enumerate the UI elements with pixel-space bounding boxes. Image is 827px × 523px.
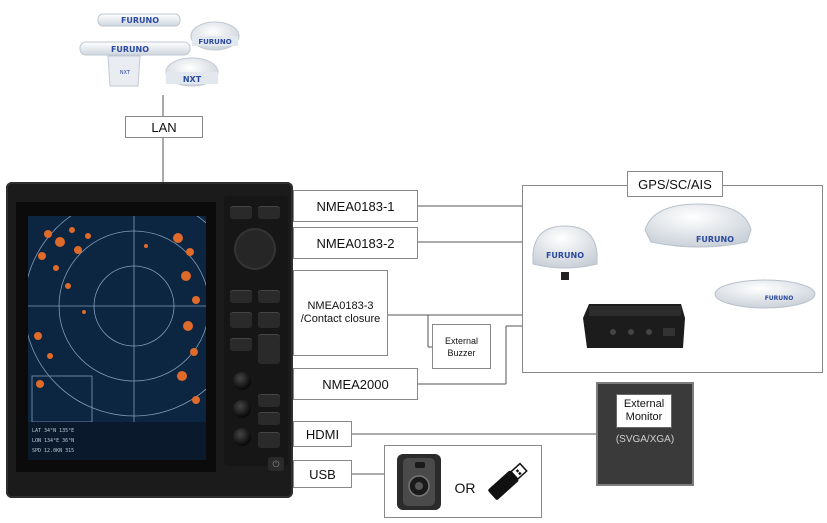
nmea0183-1-label: NMEA0183-1 bbox=[293, 190, 418, 222]
monitor-resolution: (SVGA/XGA) bbox=[615, 434, 675, 445]
radar-antenna-icon: FURUNO FURUNO NXT FURUNO NXT bbox=[70, 8, 245, 98]
svg-text:SPD 12.0KN 315: SPD 12.0KN 315 bbox=[32, 448, 74, 454]
monitor-line1: External bbox=[623, 398, 665, 410]
menu-key bbox=[230, 206, 252, 219]
rain-knob bbox=[233, 428, 251, 446]
custom-key bbox=[258, 394, 280, 407]
display-unit: LAT 34°N 135°E LON 134°E 36°N SPD 12.0KN… bbox=[6, 182, 293, 498]
nmea0183-3-line2: /Contact closure bbox=[300, 313, 381, 325]
gain-knob bbox=[233, 372, 251, 390]
usb-stick-icon bbox=[481, 456, 533, 508]
gps-sc-ais-title: GPS/SC/AIS bbox=[627, 171, 723, 197]
or-label: OR bbox=[454, 480, 476, 496]
sensor-box-icon bbox=[583, 304, 685, 348]
svg-text:NXT: NXT bbox=[183, 75, 202, 84]
cursor-pad bbox=[234, 228, 276, 270]
svg-text:FURUNO: FURUNO bbox=[198, 38, 231, 46]
buzzer-line1: External bbox=[444, 335, 479, 346]
card-reader-icon bbox=[395, 452, 443, 512]
monitor-line2: Monitor bbox=[625, 411, 663, 423]
svg-text:LAT 34°N 135°E: LAT 34°N 135°E bbox=[32, 428, 74, 434]
usb-devices-group: OR bbox=[384, 445, 542, 518]
external-monitor-label: External Monitor bbox=[616, 394, 672, 428]
nmea0183-3-label: NMEA0183-3 /Contact closure bbox=[293, 270, 388, 356]
external-buzzer-label: External Buzzer bbox=[432, 324, 491, 369]
svg-text:FURUNO: FURUNO bbox=[696, 235, 734, 244]
cancel-key bbox=[258, 206, 280, 219]
buzzer-line2: Buzzer bbox=[447, 347, 476, 358]
ebl-key bbox=[230, 290, 252, 303]
range-key bbox=[258, 334, 280, 364]
off-center-key bbox=[230, 312, 252, 328]
tll-key bbox=[230, 338, 252, 351]
hdmi-label: HDMI bbox=[293, 421, 352, 447]
svg-text:FURUNO: FURUNO bbox=[765, 295, 794, 302]
sea-knob bbox=[233, 400, 251, 418]
svg-text:FURUNO: FURUNO bbox=[121, 16, 159, 25]
radar-screen: LAT 34°N 135°E LON 134°E 36°N SPD 12.0KN… bbox=[28, 216, 206, 460]
usb-label: USB bbox=[293, 460, 352, 488]
target-alarm-key bbox=[258, 312, 280, 328]
stby-tx-key bbox=[258, 432, 280, 448]
monitor-icon: External Monitor (SVGA/XGA) bbox=[596, 382, 694, 486]
nmea2000-label: NMEA2000 bbox=[293, 368, 418, 400]
trails-key bbox=[258, 412, 280, 425]
control-panel bbox=[224, 196, 288, 466]
svg-text:LON 134°E 36°N: LON 134°E 36°N bbox=[32, 438, 74, 444]
svg-text:FURUNO: FURUNO bbox=[111, 45, 149, 54]
svg-text:FURUNO: FURUNO bbox=[546, 251, 584, 260]
gps-dome-icon: FURUNO bbox=[532, 225, 598, 280]
ais-antenna-icon: FURUNO bbox=[714, 279, 816, 309]
satellite-compass-icon: FURUNO bbox=[644, 203, 752, 248]
nmea0183-2-label: NMEA0183-2 bbox=[293, 227, 418, 259]
vrm-key bbox=[258, 290, 280, 303]
gps-sc-ais-group: FURUNO FURUNO FURUNO GPS/SC/AIS bbox=[522, 171, 823, 373]
svg-text:NXT: NXT bbox=[120, 70, 131, 76]
lan-label: LAN bbox=[125, 116, 203, 138]
nmea0183-3-line1: NMEA0183-3 bbox=[307, 300, 374, 312]
power-button: ⏻ bbox=[268, 457, 284, 471]
